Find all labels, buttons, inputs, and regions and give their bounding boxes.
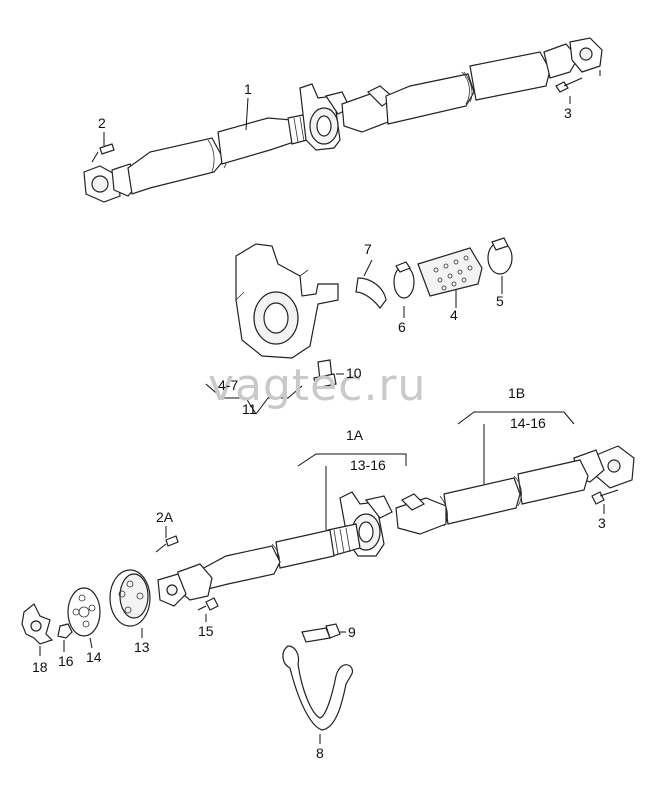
label-1A: 1A	[346, 427, 364, 443]
label-13: 13	[134, 639, 150, 655]
safety-strap-8	[282, 645, 354, 731]
flex-disc-13	[109, 569, 151, 627]
boot-4	[417, 247, 483, 297]
bottom-front-tube-2	[275, 529, 335, 569]
top-center-bearing	[299, 83, 351, 151]
bottom-rear-tube	[517, 459, 589, 505]
bolt-2	[91, 143, 115, 163]
guibo-14	[67, 587, 101, 637]
label-10: 10	[346, 365, 362, 381]
label-4: 4	[450, 307, 458, 323]
label-8: 8	[316, 745, 324, 761]
label-7: 7	[364, 241, 372, 257]
bottom-propshaft	[157, 445, 635, 607]
label-16: 16	[58, 653, 74, 669]
label-5: 5	[496, 293, 504, 309]
top-rear-tube-2	[469, 51, 551, 101]
label-2: 2	[98, 115, 106, 131]
bearing-support-bracket	[235, 243, 339, 359]
label-14-16: 14-16	[510, 415, 546, 431]
label-2A: 2A	[156, 509, 174, 525]
label-9: 9	[348, 624, 356, 640]
bottom-front-tube	[199, 545, 281, 591]
label-14: 14	[86, 649, 102, 665]
label-4-7: 4-7	[218, 377, 238, 393]
top-rear-joint	[341, 85, 395, 133]
clamp-6	[393, 261, 415, 299]
flange-18	[21, 603, 54, 645]
top-propshaft	[83, 37, 603, 203]
bolt-3-top	[555, 77, 583, 93]
label-3-bottom: 3	[598, 515, 606, 531]
top-front-tube	[127, 137, 225, 195]
bottom-mid-tube	[443, 477, 521, 525]
top-rear-tube	[385, 73, 475, 125]
bolt-15	[197, 597, 219, 611]
label-15: 15	[198, 623, 214, 639]
label-18: 18	[32, 659, 48, 675]
bolt-10	[313, 359, 337, 389]
top-mid-tube	[217, 117, 295, 165]
bottom-front-joint	[157, 563, 213, 607]
label-1: 1	[244, 81, 252, 97]
bottom-rear-joint	[395, 493, 447, 535]
nut-16	[57, 623, 73, 639]
bolt-9	[301, 623, 341, 643]
top-rear-flange	[543, 37, 603, 79]
label-13-16: 13-16	[350, 457, 386, 473]
label-1B: 1B	[508, 385, 525, 401]
watermark: vagtec.ru	[208, 360, 426, 411]
bolt-3-bottom	[591, 489, 619, 505]
bolt-2A	[155, 535, 179, 553]
label-11: 11	[242, 401, 257, 417]
label-3-top: 3	[564, 105, 572, 121]
label-6: 6	[398, 319, 406, 335]
bottom-spline	[327, 523, 361, 557]
clamp-5	[487, 237, 513, 275]
circlip-7	[355, 277, 387, 309]
